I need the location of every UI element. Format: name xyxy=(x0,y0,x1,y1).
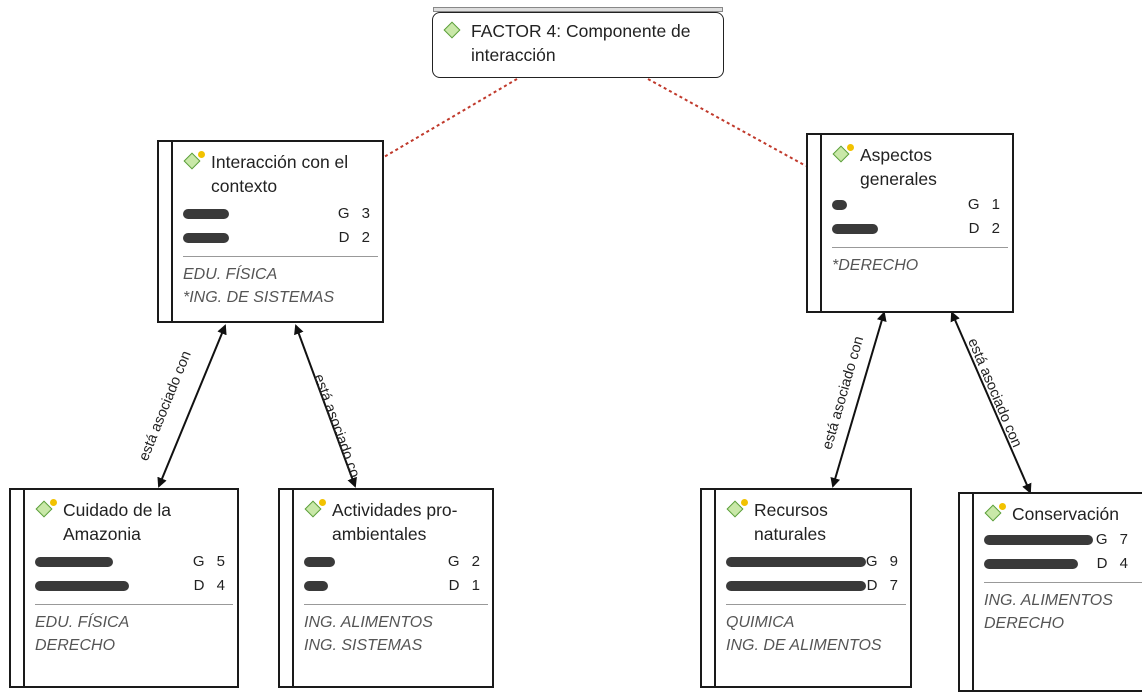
comment-line: EDU. FÍSICA xyxy=(183,266,278,283)
density-label: D 4 xyxy=(1096,555,1132,572)
node-title: Recursos naturales xyxy=(754,500,828,544)
node-title: Interacción con el contexto xyxy=(211,152,349,196)
node-title: Cuidado de la Amazonia xyxy=(63,500,171,544)
node-cuidado[interactable]: Cuidado de la Amazonia G 5 D 4 EDU. FÍSI… xyxy=(9,488,239,688)
groundedness-bar xyxy=(35,557,113,567)
groundedness-label: G 2 xyxy=(447,553,484,570)
density-bar xyxy=(35,581,129,591)
comment-line: ING. SISTEMAS xyxy=(304,637,423,654)
code-icon xyxy=(304,499,328,521)
node-actividades[interactable]: Actividades pro-ambientales G 2 D 1 ING.… xyxy=(278,488,494,688)
node-aspectos[interactable]: Aspectos generales G 1 D 2 *DERECHO xyxy=(806,133,1014,313)
density-bar xyxy=(984,559,1078,569)
density-label: D 1 xyxy=(448,577,484,594)
node-title: Conservación xyxy=(1012,504,1119,524)
comment-line: ING. DE ALIMENTOS xyxy=(726,637,882,654)
separator xyxy=(726,604,906,605)
groundedness-label: G 1 xyxy=(967,196,1004,213)
node-stripe xyxy=(159,142,173,321)
root-node-factor4[interactable]: FACTOR 4: Componente de interacción xyxy=(432,7,724,78)
comment-line: ING. ALIMENTOS xyxy=(984,592,1113,609)
comment-line: *ING. DE SISTEMAS xyxy=(183,289,335,306)
node-recursos[interactable]: Recursos naturales G 9 D 7 QUIMICA ING. D… xyxy=(700,488,912,688)
groundedness-bar xyxy=(304,557,335,567)
network-canvas: FACTOR 4: Componente de interacción Inte… xyxy=(9,7,1142,692)
node-conservacion[interactable]: Conservación G 7 D 4 ING. ALIMENTOS DEREC… xyxy=(958,492,1142,692)
density-bar xyxy=(832,224,878,234)
edges-layer xyxy=(157,78,1032,494)
density-label: D 7 xyxy=(866,577,902,594)
node-title: Aspectos generales xyxy=(860,145,937,189)
groundedness-label: G 5 xyxy=(192,553,229,570)
root-node-title: FACTOR 4: Componente de interacción xyxy=(471,21,691,65)
node-title: Actividades pro-ambientales xyxy=(332,500,458,544)
node-stripe xyxy=(702,490,716,686)
density-bar xyxy=(183,233,229,243)
groundedness-label: G 9 xyxy=(865,553,902,570)
density-label: D 4 xyxy=(193,577,229,594)
separator xyxy=(304,604,488,605)
separator xyxy=(832,247,1008,248)
node-stripe xyxy=(960,494,974,690)
density-bar xyxy=(304,581,328,591)
node-stripe xyxy=(11,490,25,686)
root-node-header-strip xyxy=(433,7,723,12)
density-bar xyxy=(726,581,866,591)
node-stripe xyxy=(808,135,822,311)
groundedness-label: G 3 xyxy=(337,205,374,222)
groundedness-bar xyxy=(984,535,1093,545)
comment-line: DERECHO xyxy=(984,615,1065,632)
code-icon xyxy=(832,144,856,166)
groundedness-bar xyxy=(183,209,229,219)
density-label: D 2 xyxy=(968,220,1004,237)
arrow-aspectos-conservacion[interactable] xyxy=(950,311,1032,494)
arrow-interaccion-cuidado[interactable] xyxy=(157,324,227,488)
comment-line: *DERECHO xyxy=(832,257,919,274)
comment-line: QUIMICA xyxy=(726,614,795,631)
code-icon xyxy=(35,499,59,521)
node-interaccion[interactable]: Interacción con el contexto G 3 D 2 EDU.… xyxy=(157,140,384,323)
code-icon xyxy=(183,151,207,173)
separator xyxy=(35,604,233,605)
code-icon xyxy=(984,503,1008,525)
code-icon xyxy=(726,499,750,521)
node-stripe xyxy=(280,490,294,686)
separator xyxy=(183,256,378,257)
code-group-icon xyxy=(443,20,467,42)
comment-line: EDU. FÍSICA xyxy=(35,614,130,631)
separator xyxy=(984,582,1142,583)
groundedness-bar xyxy=(832,200,847,210)
dashed-link-right[interactable] xyxy=(647,78,807,167)
arrow-aspectos-recursos[interactable] xyxy=(830,311,887,488)
density-label: D 2 xyxy=(338,229,374,246)
groundedness-bar xyxy=(726,557,866,567)
groundedness-label: G 7 xyxy=(1095,531,1132,548)
comment-line: DERECHO xyxy=(35,637,116,654)
comment-line: ING. ALIMENTOS xyxy=(304,614,433,631)
arrow-interaccion-actividades[interactable] xyxy=(294,324,357,488)
dashed-link-left[interactable] xyxy=(366,78,518,168)
